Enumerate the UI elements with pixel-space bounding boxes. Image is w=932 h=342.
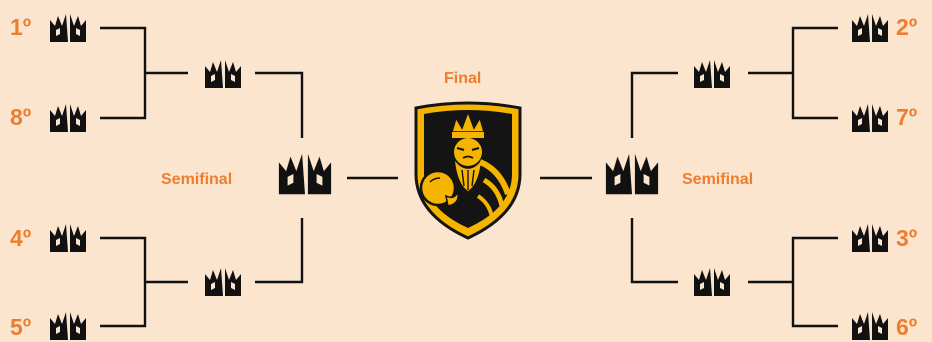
seed-label-8: 8º [10, 106, 31, 129]
crown-icon [203, 58, 243, 90]
crown-icon [850, 102, 890, 134]
crown-icon [48, 102, 88, 134]
seed-label-2: 2º [896, 16, 917, 39]
king-shield-logo [408, 96, 528, 242]
bracket-line [255, 218, 302, 282]
final-label: Final [444, 71, 481, 87]
crown-icon [203, 266, 243, 298]
crown-icon [48, 310, 88, 342]
crown-icon [692, 266, 732, 298]
bracket-line [632, 218, 678, 282]
seed-label-7: 7º [896, 106, 917, 129]
bracket-line [632, 73, 678, 138]
crown-icon [850, 310, 890, 342]
crown-icon [48, 12, 88, 44]
seed-label-5: 5º [10, 316, 31, 339]
seed-label-1: 1º [10, 16, 31, 39]
crown-icon [692, 58, 732, 90]
crown-icon [850, 222, 890, 254]
bracket-line [255, 73, 302, 138]
crown-icon [48, 222, 88, 254]
bracket-line [100, 28, 145, 118]
bracket-line [793, 28, 838, 118]
right-semifinal-label: Semifinal [682, 172, 753, 188]
crown-icon [850, 12, 890, 44]
bracket-line [793, 238, 838, 326]
bracket-line [100, 238, 145, 326]
seed-label-4: 4º [10, 227, 31, 250]
crown-icon [603, 150, 661, 198]
seed-label-3: 3º [896, 227, 917, 250]
left-semifinal-label: Semifinal [161, 172, 232, 188]
crown-icon [276, 150, 334, 198]
seed-label-6: 6º [896, 316, 917, 339]
